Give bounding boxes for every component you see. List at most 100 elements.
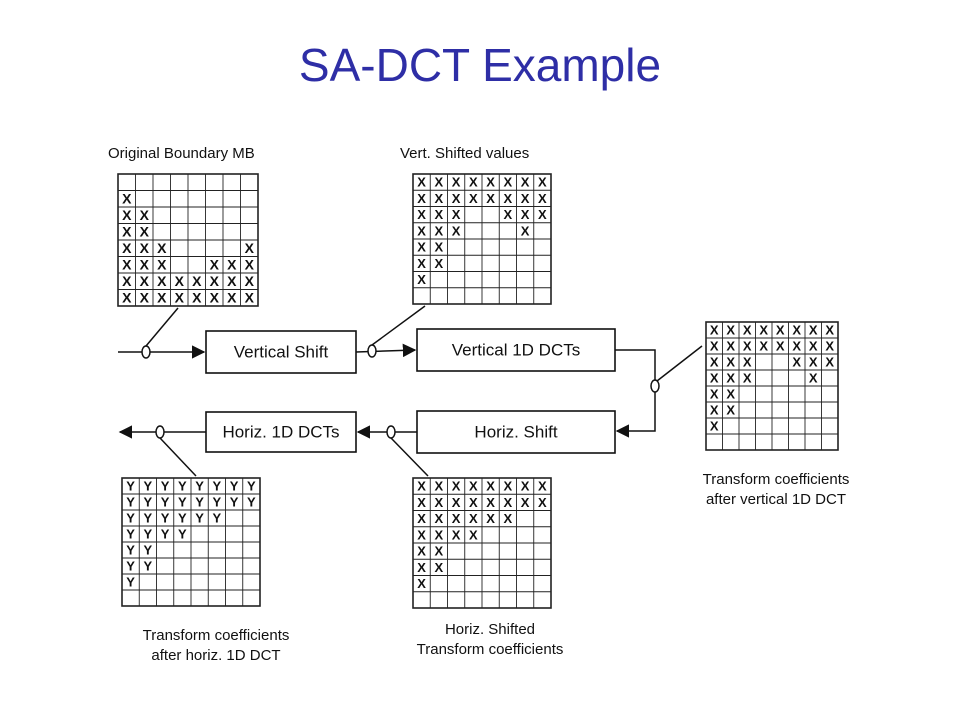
matrix-caption: Transform coefficients	[417, 641, 564, 658]
process-box-frame	[205, 411, 357, 453]
matrix-cell-value: Y	[213, 494, 222, 509]
matrix-cell-value: X	[710, 418, 719, 433]
matrix-cell-value: Y	[161, 510, 170, 525]
matrix-cell-value: X	[792, 322, 801, 337]
matrix-cell-value: X	[469, 495, 478, 510]
matrix-cell-value: Y	[144, 510, 153, 525]
matrix-cell-value: X	[245, 289, 255, 305]
matrix-cell-value: X	[175, 273, 185, 289]
matrix-cell-value: Y	[178, 494, 187, 509]
tap-node-marker	[155, 425, 165, 439]
matrix-cell-value: X	[417, 191, 426, 206]
matrix-cell-value: X	[710, 354, 719, 369]
matrix-cell-value: X	[417, 223, 426, 238]
matrix-cell-value: X	[726, 386, 735, 401]
matrix-cell-value: Y	[144, 478, 153, 493]
process-box-frame	[205, 330, 357, 374]
matrix-cell-value: X	[726, 322, 735, 337]
slide-title: SA-DCT Example	[298, 39, 662, 91]
matrix-cell-value: X	[435, 527, 444, 542]
matrix-cell-value: Y	[178, 526, 187, 541]
matrix-cell-value: X	[486, 191, 495, 206]
matrix-cell-value: X	[245, 240, 255, 256]
matrix-cell-value: X	[417, 527, 426, 542]
matrix-cell-value: X	[140, 273, 150, 289]
matrix-cell-value: X	[122, 190, 132, 206]
matrix-cell-value: X	[504, 495, 513, 510]
matrix-cell-value: X	[435, 223, 444, 238]
matrix-cell-value: X	[809, 322, 818, 337]
matrix-cell-value: X	[521, 479, 530, 494]
matrix-cell-value: Y	[195, 478, 204, 493]
flow-arrow	[355, 343, 417, 358]
matrix-cell-value: Y	[247, 494, 256, 509]
matrix-cell-value: X	[486, 495, 495, 510]
matrix-cell-value: X	[825, 354, 834, 369]
matrix-caption: Transform coefficients	[703, 471, 850, 488]
matrix-cell-value: X	[521, 175, 530, 190]
matrix-cell-value: Y	[144, 526, 153, 541]
matrix-cell-value: X	[504, 511, 513, 526]
process-box-horiz-1d-dcts: Horiz. 1D DCTs	[205, 411, 357, 453]
matrix-cell-value: X	[776, 322, 785, 337]
matrix-cell-value: X	[743, 354, 752, 369]
matrix-cell-value: X	[210, 256, 220, 272]
matrix-cell-value: X	[452, 495, 461, 510]
matrix-cell-value: X	[743, 322, 752, 337]
process-box-horiz-shift: Horiz. Shift	[416, 410, 616, 454]
matrix-cell-value: X	[710, 338, 719, 353]
matrix-cell-value: Y	[213, 478, 222, 493]
matrix-cell-value: X	[504, 207, 513, 222]
matrix-cell-value: X	[743, 338, 752, 353]
matrix-cell-value: X	[809, 354, 818, 369]
matrix-caption: after vertical 1D DCT	[706, 491, 846, 508]
matrix-cell-value: X	[469, 479, 478, 494]
matrix-cell-value: X	[417, 560, 426, 575]
matrix-cell-value: X	[452, 527, 461, 542]
matrix-cell-value: X	[452, 191, 461, 206]
matrix-caption: after horiz. 1D DCT	[151, 647, 280, 664]
matrix-cell-value: Y	[230, 478, 239, 493]
matrix-cell-value: X	[710, 402, 719, 417]
matrix-cell-value: X	[417, 207, 426, 222]
matrix-cell-value: X	[435, 191, 444, 206]
matrix-cell-value: Y	[230, 494, 239, 509]
matrix-cell-value: X	[538, 175, 547, 190]
matrix-cell-value: Y	[126, 542, 135, 557]
matrix-cell-value: X	[417, 495, 426, 510]
matrix-cell-value: X	[140, 256, 150, 272]
matrix-caption: Vert. Shifted values	[400, 145, 529, 162]
tap-node-marker	[386, 425, 396, 439]
matrix-cell-value: Y	[161, 526, 170, 541]
matrix-cell-value: Y	[126, 478, 135, 493]
matrix-cell-value: X	[435, 207, 444, 222]
matrix-cell-value: X	[227, 289, 237, 305]
matrix-cell-value: Y	[195, 510, 204, 525]
matrix-tap-line	[145, 307, 179, 347]
matrix-cell-value: X	[452, 511, 461, 526]
process-box-label: Vertical Shift	[234, 342, 329, 361]
matrix-cell-value: X	[417, 175, 426, 190]
matrix-cell-value: X	[210, 273, 220, 289]
matrix-cell-value: X	[743, 370, 752, 385]
matrix-cell-value: X	[809, 338, 818, 353]
process-box-frame	[416, 328, 616, 372]
matrix-cell-value: X	[486, 175, 495, 190]
matrix-cell-value: Y	[126, 494, 135, 509]
matrix-cell-value: Y	[126, 526, 135, 541]
matrix-cell-value: X	[435, 256, 444, 271]
matrix-cell-value: Y	[144, 542, 153, 557]
matrix-cell-value: X	[157, 289, 167, 305]
matrix-cell-value: X	[538, 207, 547, 222]
matrix-cell-value: X	[157, 240, 167, 256]
matrix-cell-value: X	[210, 289, 220, 305]
matrix-cell-value: X	[504, 175, 513, 190]
matrix-tap-line	[371, 305, 426, 346]
matrix-cell-value: X	[486, 479, 495, 494]
matrix-cell-value: X	[122, 273, 132, 289]
matrix-cell-value: X	[227, 273, 237, 289]
